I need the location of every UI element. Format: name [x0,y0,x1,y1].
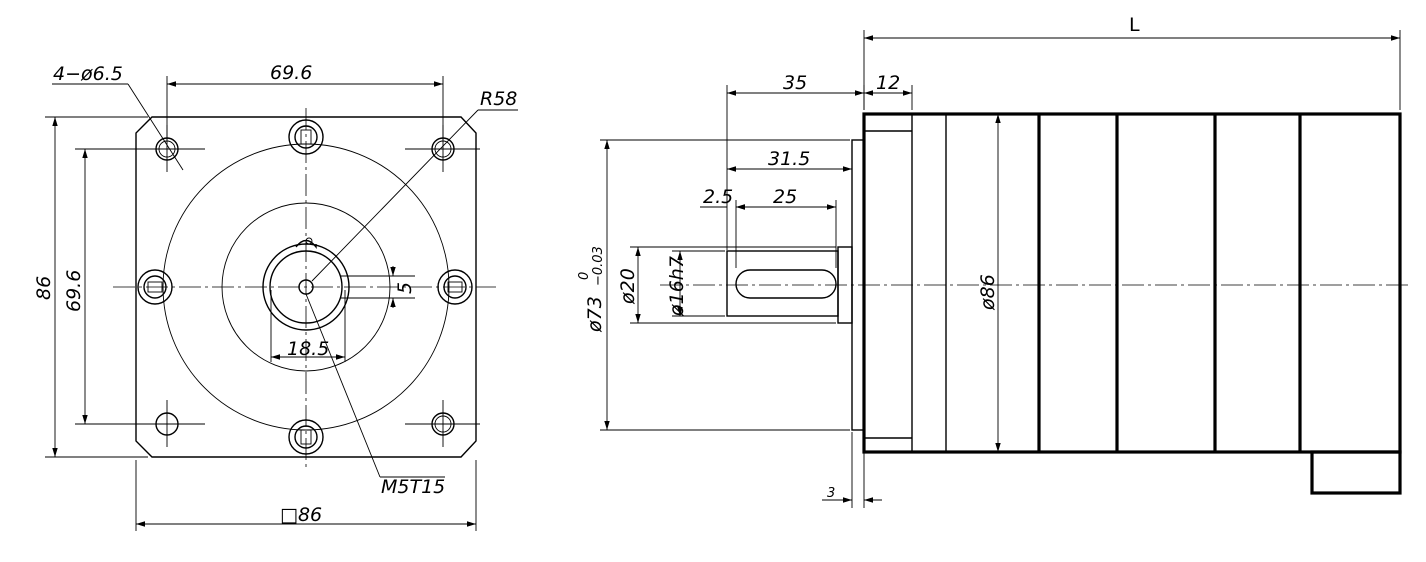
screw-top [288,119,324,155]
collar-dia-label: ø20 [617,268,639,305]
radius-label: R58 [480,88,517,110]
height-outer-label: 86 [33,276,55,300]
corner-hole-tl [130,125,205,172]
shaft-dim-label: 18.5 [287,338,329,360]
square-label: □86 [280,504,322,526]
dim-12-label: 12 [876,72,900,94]
shaft-keyway [735,269,837,299]
holes-label: 4−ø6.5 [53,63,123,85]
dim-35-label: 35 [783,72,807,94]
dim-2-5-label: 2.5 [703,186,733,208]
dim-25-label: 25 [773,186,797,208]
side-view: L 35 12 31.5 2.5 25 ø73 0 −0.03 ø20 [577,14,1408,508]
body-dia-label: ø86 [977,274,999,311]
shaft-dia-label: ø16h7 [666,256,688,317]
screw-left [137,269,173,305]
screw-right [437,269,473,305]
height-holes-label: 69.6 [63,270,85,312]
hole-spacing-top-label: 69.6 [270,62,312,84]
pilot-tol-upper: 0 [577,272,592,280]
corner-hole-bl [130,400,205,447]
shaft [726,250,839,317]
keyway-slot [340,275,386,299]
corner-hole-tr [405,125,480,172]
length-label: L [1129,14,1140,36]
thread-label: M5T15 [381,476,445,498]
keyway-notch [295,239,317,250]
pilot-dia-label: ø73 [584,296,606,333]
dim-31-5-label: 31.5 [768,148,810,170]
body-outline [862,112,1402,454]
front-view: 4−ø6.5 69.6 R58 86 69.6 5 18.5 [33,62,518,531]
flange-thk-label: 3 [827,486,835,501]
connector-block [1310,450,1402,495]
screw-bottom [288,419,324,455]
keyway-depth-label: 5 [394,282,416,294]
pilot-tol-lower: −0.03 [591,246,606,286]
corner-hole-br [405,400,480,447]
